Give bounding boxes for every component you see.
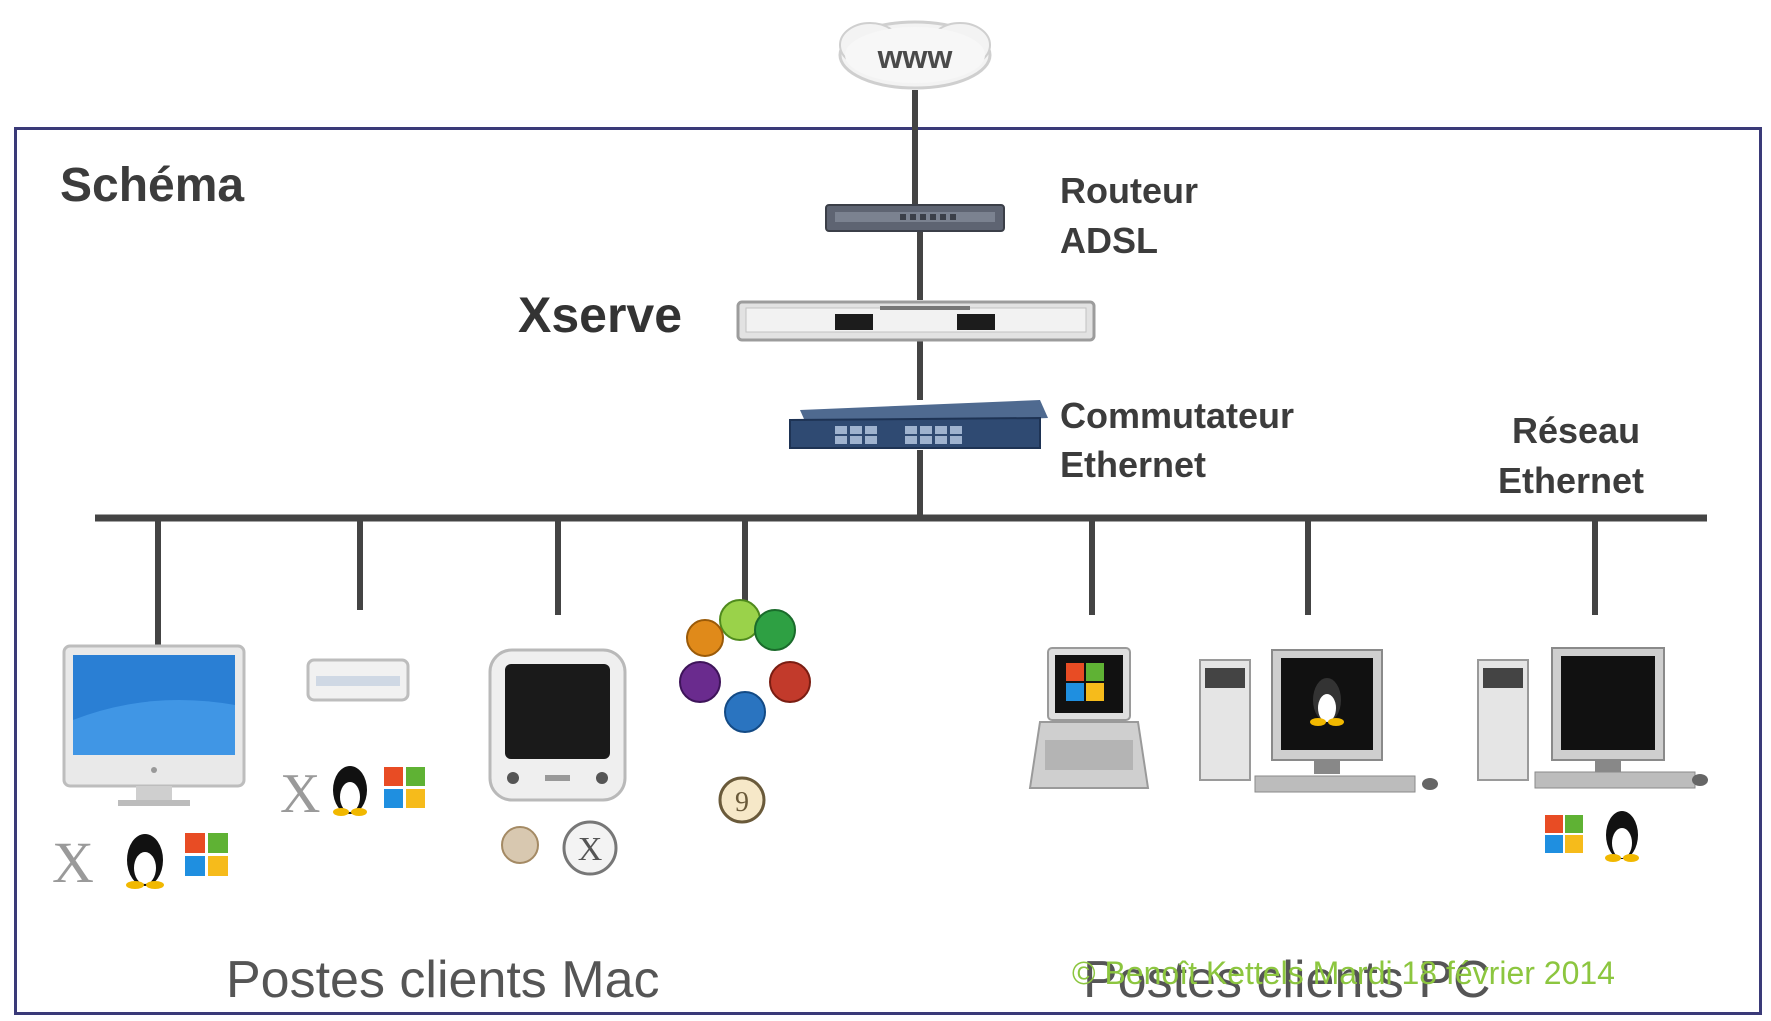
mac-os-x-logo-icon: X — [280, 763, 320, 825]
tux-icon — [1605, 811, 1639, 862]
mac-os-x-logo-icon — [562, 820, 618, 876]
mac-mini-icon — [306, 658, 410, 702]
windows-pc-os-logos — [1545, 811, 1639, 862]
router-icon — [825, 204, 1005, 232]
switch-icon — [789, 400, 1048, 449]
diagram-frame — [14, 127, 1762, 1015]
windows-logo-icon — [384, 767, 425, 808]
imac-os-logos: X — [52, 830, 228, 895]
switch-label-line2: Ethernet — [1060, 444, 1207, 485]
cloud-label: www — [877, 39, 953, 75]
backbone-line — [912, 90, 923, 515]
windows-pc-icon — [1477, 647, 1708, 789]
linux-pc-icon — [1199, 649, 1438, 793]
emac-icon — [488, 648, 627, 802]
windows-logo-icon — [185, 833, 228, 876]
copyright-notice: © Benoît Kettels Mardi 18 février 2014 — [1072, 955, 1615, 991]
router-label-line2: ADSL — [1060, 220, 1158, 261]
xserve-icon — [736, 300, 1096, 342]
drop-lines — [155, 518, 1598, 648]
svg-text:9: 9 — [735, 787, 749, 818]
mac-os-9-logo-icon: 9 — [718, 776, 766, 824]
emac-os-logos: X — [501, 820, 618, 876]
network-label-line1: Réseau — [1512, 410, 1641, 451]
mac-os-9-logo-icon — [501, 826, 539, 864]
mac-os-x-logo-icon: X — [52, 830, 94, 895]
tux-icon — [333, 766, 367, 816]
diagram-title: Schéma — [60, 159, 245, 212]
switch-label-line1: Commutateur — [1060, 395, 1295, 436]
svg-text:X: X — [578, 831, 603, 868]
ilife-icon — [679, 599, 811, 733]
mac-mini-os-logos: X — [280, 763, 425, 825]
tux-icon — [126, 834, 164, 889]
pc-clients-label: Postes clients PC — [1083, 951, 1491, 1009]
mac-clients-label: Postes clients Mac — [226, 951, 660, 1009]
xserve-label: Xserve — [518, 287, 683, 343]
router-label-line1: Routeur — [1060, 170, 1198, 211]
imac-icon — [62, 644, 246, 806]
network-label-line2: Ethernet — [1498, 460, 1645, 501]
cloud-icon — [838, 20, 992, 90]
laptop-icon — [1028, 647, 1150, 789]
windows-logo-icon — [1545, 815, 1583, 853]
